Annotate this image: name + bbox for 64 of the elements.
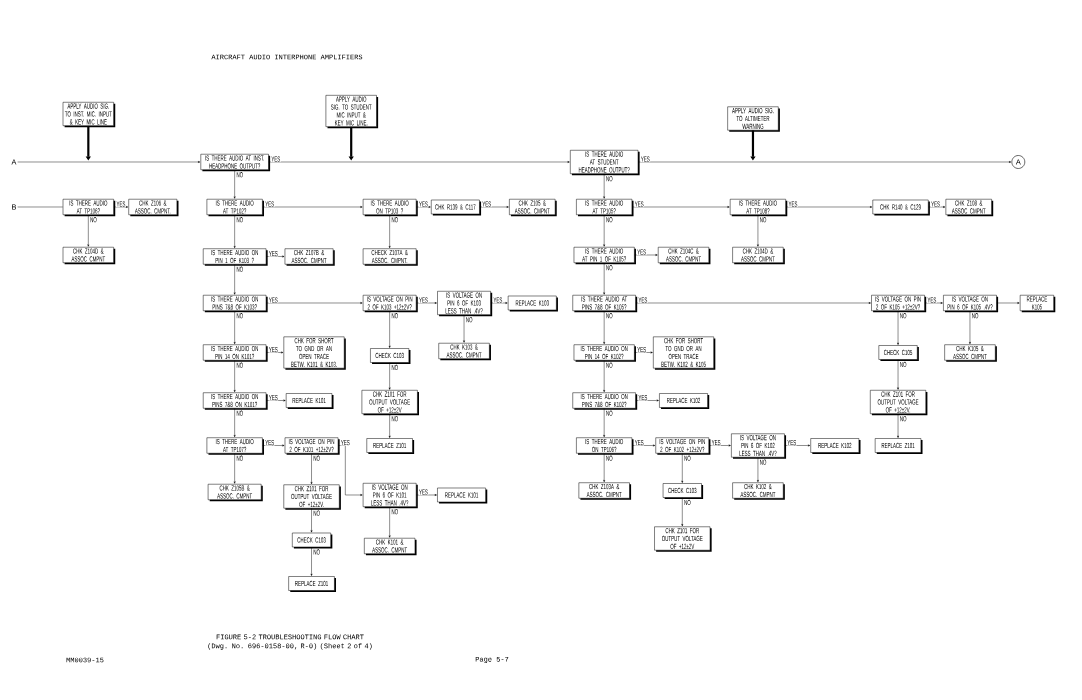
arrow — [233, 214, 236, 249]
arrow — [87, 214, 90, 247]
arrow — [388, 506, 391, 538]
arrow — [388, 214, 391, 249]
arrow — [262, 206, 363, 208]
arrow — [634, 254, 658, 256]
arrow — [490, 302, 508, 304]
arrow — [996, 302, 1020, 304]
arrow — [897, 413, 899, 438]
arrow — [388, 413, 391, 438]
arrow — [233, 408, 236, 438]
arrow — [310, 547, 313, 576]
arrow — [928, 206, 946, 208]
arrow — [897, 310, 899, 345]
arrow — [268, 161, 570, 163]
arrow — [310, 508, 313, 533]
thick-arrow — [86, 125, 91, 161]
arrow — [635, 302, 871, 304]
arrow — [603, 310, 606, 345]
thick-arrow — [750, 130, 756, 161]
arrow — [463, 314, 465, 343]
arrow — [338, 445, 363, 496]
arrow — [603, 214, 606, 247]
arrow — [603, 408, 606, 438]
arrow — [266, 255, 285, 258]
arrow — [603, 360, 606, 393]
arrow — [388, 362, 391, 390]
thick-arrow — [349, 126, 354, 161]
arrow — [113, 206, 129, 208]
arrow — [635, 399, 659, 402]
arrow — [262, 444, 285, 447]
arrow — [233, 310, 236, 345]
arrow — [17, 161, 201, 163]
arrow — [388, 310, 391, 348]
arrow — [757, 457, 759, 483]
arrow — [634, 351, 653, 354]
arrow — [681, 497, 684, 527]
arrow — [631, 206, 730, 208]
arrow — [603, 262, 606, 295]
arrow — [233, 453, 236, 484]
arrow — [479, 206, 509, 208]
arrow — [310, 453, 313, 485]
arrow — [681, 453, 684, 483]
arrow — [897, 359, 899, 390]
arrow — [631, 444, 656, 447]
arrow — [266, 399, 286, 402]
arrow — [416, 206, 431, 208]
arrow — [784, 444, 811, 447]
connector-line — [17, 206, 63, 208]
arrow — [757, 214, 759, 247]
arrow — [969, 310, 971, 345]
arrow — [785, 206, 873, 208]
arrow — [266, 302, 363, 304]
arrow — [416, 494, 437, 496]
arrow — [266, 351, 284, 354]
arrow — [924, 302, 943, 304]
arrow — [708, 444, 731, 447]
arrow — [233, 264, 236, 295]
arrow — [638, 161, 1012, 163]
arrow — [603, 173, 606, 199]
arrow — [416, 302, 437, 304]
arrow — [603, 453, 606, 483]
arrow — [233, 360, 236, 393]
arrow — [233, 169, 236, 199]
